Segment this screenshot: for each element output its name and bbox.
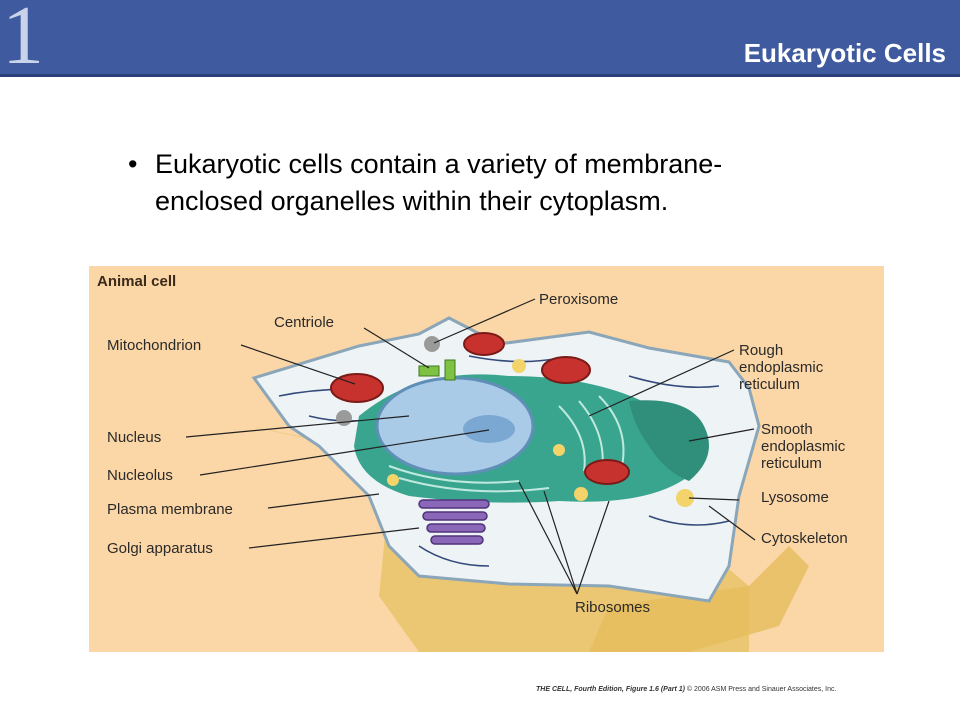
label-rough-er-1: Rough: [739, 342, 783, 359]
centriole: [418, 359, 456, 381]
label-centriole: Centriole: [274, 314, 334, 331]
animal-cell-diagram: Animal cell Peroxisome Centriole Mitocho…: [97, 273, 848, 652]
bullet-dot: •: [128, 149, 138, 179]
chapter-number: 1: [2, 0, 44, 82]
label-smooth-er-1: Smooth: [761, 421, 813, 438]
smooth-er: [629, 400, 709, 481]
nucleolus: [463, 415, 515, 443]
label-plasma-membrane: Plasma membrane: [107, 501, 233, 518]
label-smooth-er-3: reticulum: [761, 455, 822, 472]
leader-lines: [185, 298, 756, 595]
figure-credit: THE CELL, Fourth Edition, Figure 1.6 (Pa…: [536, 686, 836, 693]
label-cytoskeleton: Cytoskeleton: [761, 530, 848, 547]
label-nucleolus: Nucleolus: [107, 467, 173, 484]
label-smooth-er-2: endoplasmic: [761, 438, 846, 455]
label-rough-er-2: endoplasmic: [739, 359, 824, 376]
label-golgi: Golgi apparatus: [107, 540, 213, 557]
label-lysosome: Lysosome: [761, 489, 829, 506]
header-divider: [0, 74, 960, 77]
credit-copyright: © 2006 ASM Press and Sinauer Associates,…: [686, 686, 837, 693]
label-ribosomes: Ribosomes: [575, 599, 650, 616]
bullet-text-line-1: Eukaryotic cells contain a variety of me…: [155, 149, 723, 179]
bullet-text-line-2: enclosed organelles within their cytopla…: [155, 186, 669, 216]
golgi-apparatus: [418, 499, 490, 545]
label-rough-er-3: reticulum: [739, 376, 800, 393]
label-mitochondrion: Mitochondrion: [107, 337, 201, 354]
mitochondria: [330, 332, 630, 485]
animal-cell-figure: Animal cell Peroxisome Centriole Mitocho…: [89, 266, 884, 652]
credit-book: THE CELL, Fourth Edition, Figure 1.6 (Pa…: [536, 686, 685, 693]
figure-title: Animal cell: [97, 273, 176, 290]
slide-title: Eukaryotic Cells: [743, 38, 946, 68]
label-nucleus: Nucleus: [107, 429, 161, 446]
label-peroxisome: Peroxisome: [539, 291, 618, 308]
slide-header: 1 Eukaryotic Cells: [0, 0, 960, 82]
bullet-text: Eukaryotic cells contain a variety of me…: [155, 146, 855, 220]
